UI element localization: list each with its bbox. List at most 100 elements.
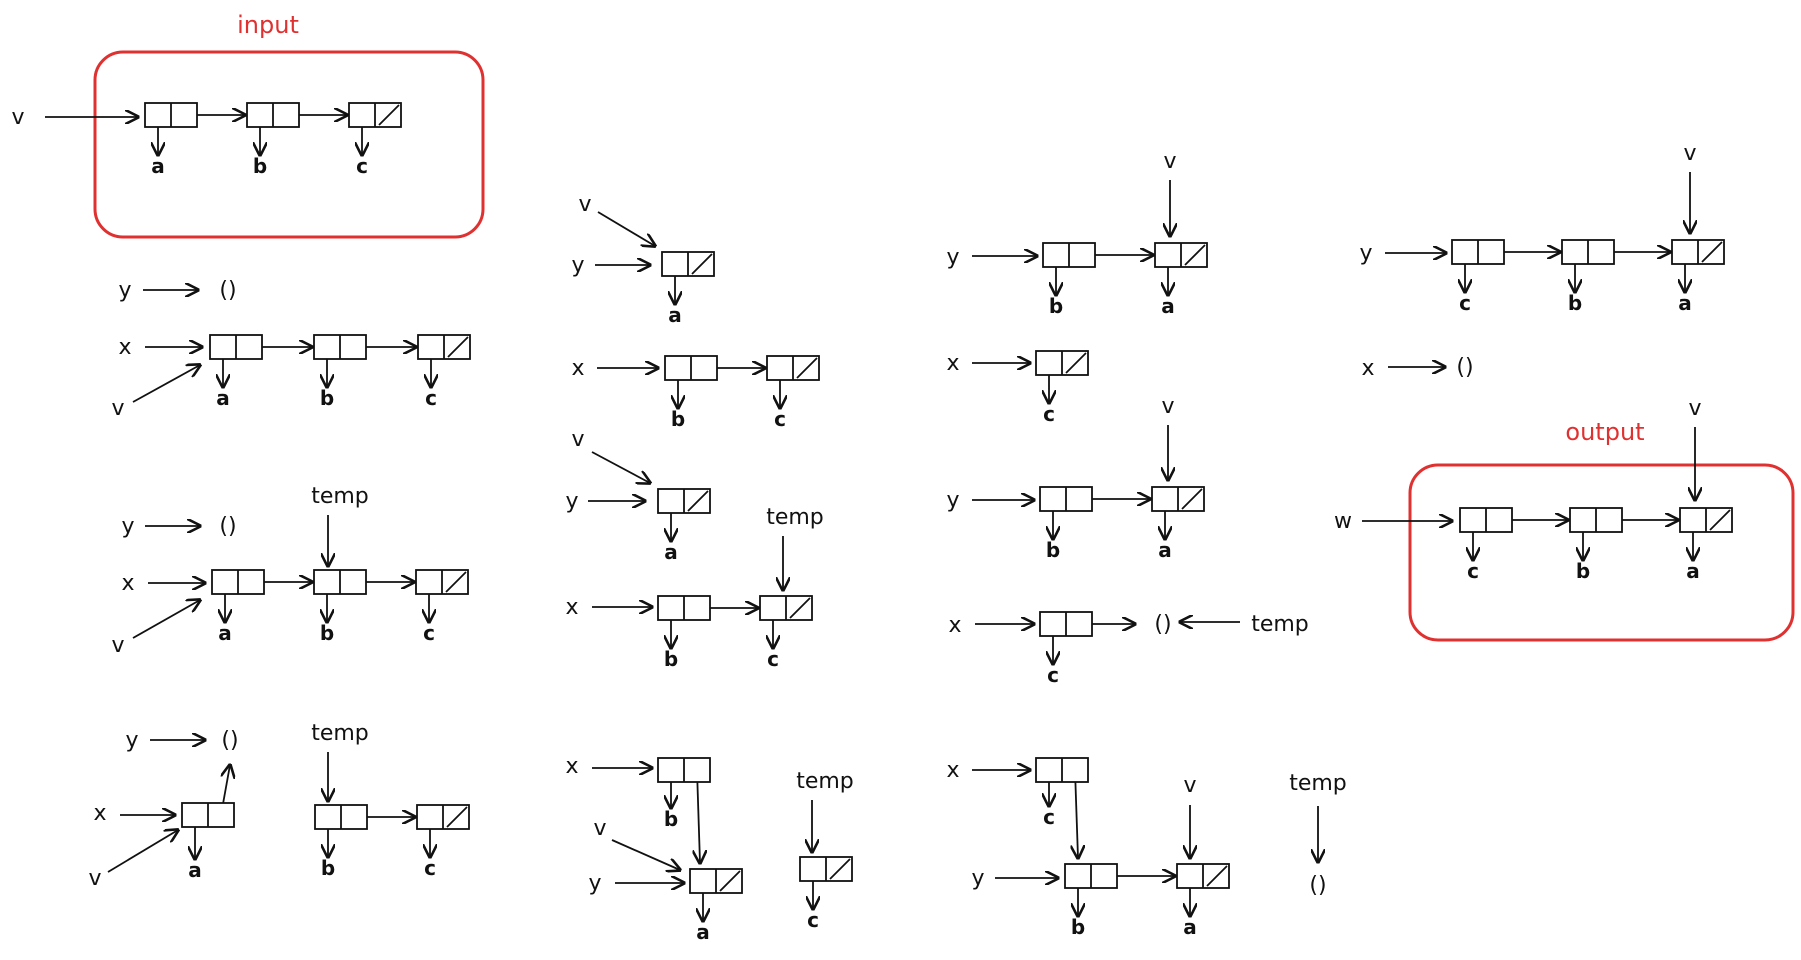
atom-b: b [320, 386, 334, 410]
cons-cell-nil [1035, 350, 1089, 376]
cons-cell [209, 334, 263, 360]
atom-c: c [425, 386, 437, 410]
var-v: v [1161, 394, 1174, 419]
atom-a: a [218, 621, 232, 645]
var-v-pointer [132, 365, 200, 403]
var-temp: temp [796, 769, 854, 794]
cons-cell [664, 355, 718, 381]
atom-b: b [664, 807, 678, 831]
atom-c: c [423, 621, 435, 645]
nil-atom: () [1309, 873, 1326, 898]
atom-a: a [188, 858, 202, 882]
atom-b: b [1576, 559, 1590, 583]
var-v: v [1163, 149, 1176, 174]
cons-cell-nil [657, 488, 711, 514]
var-x: x [93, 801, 106, 826]
cdr-pointer [1075, 769, 1078, 858]
var-v-pointer [597, 211, 655, 246]
var-temp: temp [311, 484, 369, 509]
var-v: v [111, 633, 124, 658]
cons-cell-nil [415, 569, 469, 595]
var-v-pointer [107, 830, 178, 873]
atom-a: a [668, 303, 682, 327]
cons-cell-nil [799, 856, 853, 882]
atom-c: c [1459, 291, 1471, 315]
cons-cell-nil [759, 595, 813, 621]
atom-c: c [424, 856, 436, 880]
nil-atom: () [1456, 355, 1473, 380]
var-y: y [121, 514, 134, 539]
atom-c: c [1467, 559, 1479, 583]
var-v: v [111, 396, 124, 421]
atom-c: c [774, 407, 786, 431]
var-x: x [571, 356, 584, 381]
atom-a: a [216, 386, 230, 410]
cons-cell [1561, 239, 1615, 265]
output-frame [1408, 463, 1795, 642]
var-v-pointer [132, 600, 200, 639]
atom-a: a [1183, 915, 1197, 939]
var-v: v [571, 427, 584, 452]
var-y: y [565, 489, 578, 514]
nil-atom: () [1154, 612, 1171, 637]
input-caption: input [237, 11, 299, 39]
atom-c: c [356, 154, 368, 178]
var-y: y [946, 488, 959, 513]
var-v: v [1183, 773, 1196, 798]
atom-b: b [320, 621, 334, 645]
cons-cell [1569, 507, 1623, 533]
atom-a: a [1158, 538, 1172, 562]
var-v: v [11, 105, 24, 130]
var-v-pointer [611, 839, 680, 870]
var-temp: temp [766, 505, 824, 530]
atom-a: a [151, 154, 165, 178]
atom-a: a [1161, 294, 1175, 318]
nil-atom: () [219, 278, 236, 303]
var-v: v [578, 192, 591, 217]
atom-a: a [696, 920, 710, 944]
cons-cell-nil [661, 251, 715, 277]
var-y: y [118, 278, 131, 303]
var-x: x [565, 754, 578, 779]
cons-cell [181, 802, 235, 828]
var-x: x [948, 613, 961, 638]
var-x: x [1361, 356, 1374, 381]
var-v: v [1688, 396, 1701, 421]
cons-cell-nil [1151, 486, 1205, 512]
var-y: y [125, 728, 138, 753]
cons-cell-nil [1679, 507, 1733, 533]
var-v-pointer [591, 451, 650, 483]
nil-atom: () [221, 728, 238, 753]
atom-b: b [1568, 291, 1582, 315]
atom-b: b [671, 407, 685, 431]
cons-cell [211, 569, 265, 595]
var-y: y [971, 866, 984, 891]
cons-cell-nil [416, 804, 470, 830]
var-v: v [1683, 141, 1696, 166]
atom-b: b [321, 856, 335, 880]
cons-cell [1451, 239, 1505, 265]
cons-cell [657, 757, 711, 783]
cons-cell-nil [1154, 242, 1208, 268]
cons-cell-nil [1176, 863, 1230, 889]
cons-cell [246, 102, 300, 128]
cons-cell-nil [348, 102, 402, 128]
cons-cell [1039, 611, 1093, 637]
cons-cell [313, 334, 367, 360]
atom-b: b [1046, 538, 1060, 562]
atom-a: a [1678, 291, 1692, 315]
input-frame [93, 50, 485, 239]
var-x: x [565, 595, 578, 620]
var-x: x [946, 758, 959, 783]
var-w: w [1334, 509, 1352, 534]
atom-b: b [253, 154, 267, 178]
cons-cell-nil [417, 334, 471, 360]
atom-b: b [1071, 915, 1085, 939]
atom-a: a [1686, 559, 1700, 583]
cons-cell [314, 804, 368, 830]
cons-cell [1064, 863, 1118, 889]
cons-cell [144, 102, 198, 128]
var-temp: temp [311, 721, 369, 746]
var-y: y [1359, 241, 1372, 266]
